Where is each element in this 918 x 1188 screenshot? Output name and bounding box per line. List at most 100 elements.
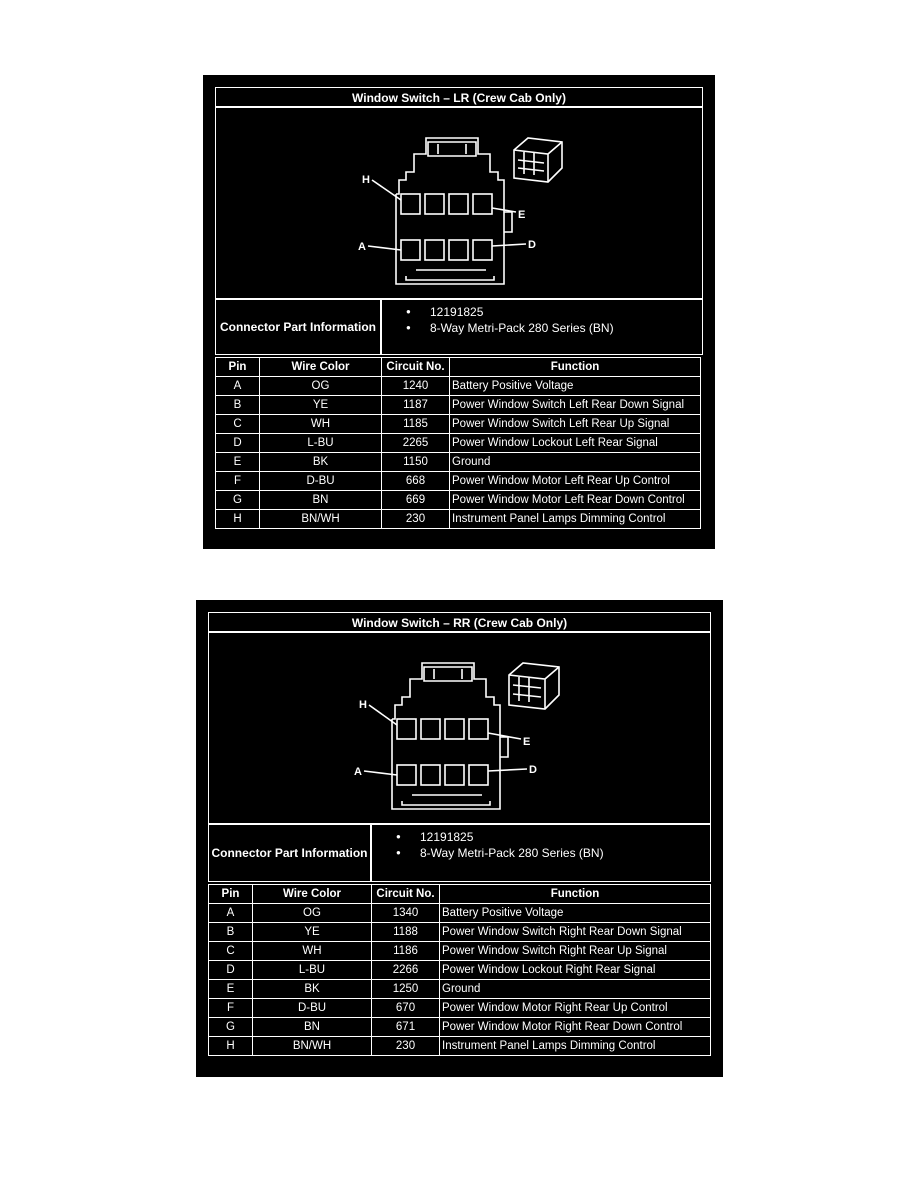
callout-label-e: E: [518, 209, 525, 221]
wire-color-cell: BN/WH: [259, 509, 382, 529]
pin-cell: G: [215, 490, 260, 510]
function-cell: Power Window Motor Right Rear Up Control: [439, 998, 711, 1018]
connector-panel-lr: Window Switch – LR (Crew Cab Only): [203, 75, 715, 549]
connector-frame: Window Switch – RR (Crew Cab Only): [208, 612, 711, 1065]
wire-color-cell: YE: [259, 395, 382, 415]
connector-face-svg: H E A D: [354, 662, 560, 810]
connector-part-info: Connector Part Information 12191825 8-Wa…: [208, 824, 711, 882]
header-wire-color: Wire Color: [252, 884, 372, 904]
function-cell: Ground: [449, 452, 701, 472]
callout-label-h: H: [359, 699, 367, 711]
pin-cell: E: [208, 979, 253, 999]
pin-cell: C: [215, 414, 260, 434]
wire-color-cell: BN: [259, 490, 382, 510]
header-circuit-no: Circuit No.: [371, 884, 440, 904]
wire-color-cell: BK: [252, 979, 372, 999]
part-info-label: Connector Part Information: [215, 299, 381, 355]
wire-color-cell: OG: [252, 903, 372, 923]
pin-cell: G: [208, 1017, 253, 1037]
function-cell: Power Window Switch Left Rear Down Signa…: [449, 395, 701, 415]
connector-face-diagram: H E A D: [215, 107, 703, 299]
header-function: Function: [449, 357, 701, 377]
circuit-cell: 230: [371, 1036, 440, 1056]
function-cell: Power Window Motor Right Rear Down Contr…: [439, 1017, 711, 1037]
circuit-cell: 2265: [381, 433, 450, 453]
pin-cell: C: [208, 941, 253, 961]
part-number: 12191825: [396, 829, 710, 845]
circuit-cell: 1150: [381, 452, 450, 472]
callout-label-d: D: [528, 239, 536, 251]
header-wire-color: Wire Color: [259, 357, 382, 377]
circuit-cell: 670: [371, 998, 440, 1018]
wire-color-cell: L-BU: [259, 433, 382, 453]
wire-color-cell: WH: [252, 941, 372, 961]
pin-cell: D: [208, 960, 253, 980]
part-info-list: 12191825 8-Way Metri-Pack 280 Series (BN…: [371, 824, 711, 882]
part-info-list: 12191825 8-Way Metri-Pack 280 Series (BN…: [381, 299, 703, 355]
circuit-cell: 1250: [371, 979, 440, 999]
wire-color-cell: L-BU: [252, 960, 372, 980]
callout-label-d: D: [529, 764, 537, 776]
pin-cell: F: [208, 998, 253, 1018]
connector-part-info: Connector Part Information 12191825 8-Wa…: [215, 299, 703, 355]
function-cell: Instrument Panel Lamps Dimming Control: [439, 1036, 711, 1056]
callout-label-a: A: [354, 766, 362, 778]
part-series: 8-Way Metri-Pack 280 Series (BN): [406, 320, 702, 336]
part-number: 12191825: [406, 304, 702, 320]
wire-color-cell: D-BU: [252, 998, 372, 1018]
table-header-row: Pin Wire Color Circuit No. Function: [208, 884, 711, 904]
circuit-cell: 669: [381, 490, 450, 510]
connector-face-svg: H E A D: [358, 137, 563, 285]
header-pin: Pin: [208, 884, 253, 904]
pin-cell: F: [215, 471, 260, 491]
circuit-cell: 1240: [381, 376, 450, 396]
pin-cell: H: [215, 509, 260, 529]
callout-label-h: H: [362, 174, 370, 186]
circuit-cell: 668: [381, 471, 450, 491]
part-info-label: Connector Part Information: [208, 824, 371, 882]
connector-frame: Window Switch – LR (Crew Cab Only): [215, 87, 703, 537]
connector-title: Window Switch – LR (Crew Cab Only): [215, 87, 703, 107]
circuit-cell: 1187: [381, 395, 450, 415]
wire-color-cell: BN: [252, 1017, 372, 1037]
pin-cell: H: [208, 1036, 253, 1056]
function-cell: Power Window Lockout Left Rear Signal: [449, 433, 701, 453]
circuit-cell: 1340: [371, 903, 440, 923]
callout-label-e: E: [523, 736, 530, 748]
wire-color-cell: BK: [259, 452, 382, 472]
connector-face-diagram: H E A D: [208, 632, 711, 824]
function-cell: Power Window Switch Left Rear Up Signal: [449, 414, 701, 434]
pin-cell: A: [208, 903, 253, 923]
pin-cell: D: [215, 433, 260, 453]
circuit-cell: 1188: [371, 922, 440, 942]
circuit-cell: 1186: [371, 941, 440, 961]
pin-cell: B: [215, 395, 260, 415]
connector-panel-rr: Window Switch – RR (Crew Cab Only): [196, 600, 723, 1077]
circuit-cell: 671: [371, 1017, 440, 1037]
wire-color-cell: OG: [259, 376, 382, 396]
header-circuit-no: Circuit No.: [381, 357, 450, 377]
table-header-row: Pin Wire Color Circuit No. Function: [215, 357, 701, 377]
wire-color-cell: D-BU: [259, 471, 382, 491]
function-cell: Power Window Motor Left Rear Down Contro…: [449, 490, 701, 510]
callout-label-a: A: [358, 241, 366, 253]
circuit-cell: 230: [381, 509, 450, 529]
circuit-cell: 1185: [381, 414, 450, 434]
function-cell: Power Window Motor Left Rear Up Control: [449, 471, 701, 491]
